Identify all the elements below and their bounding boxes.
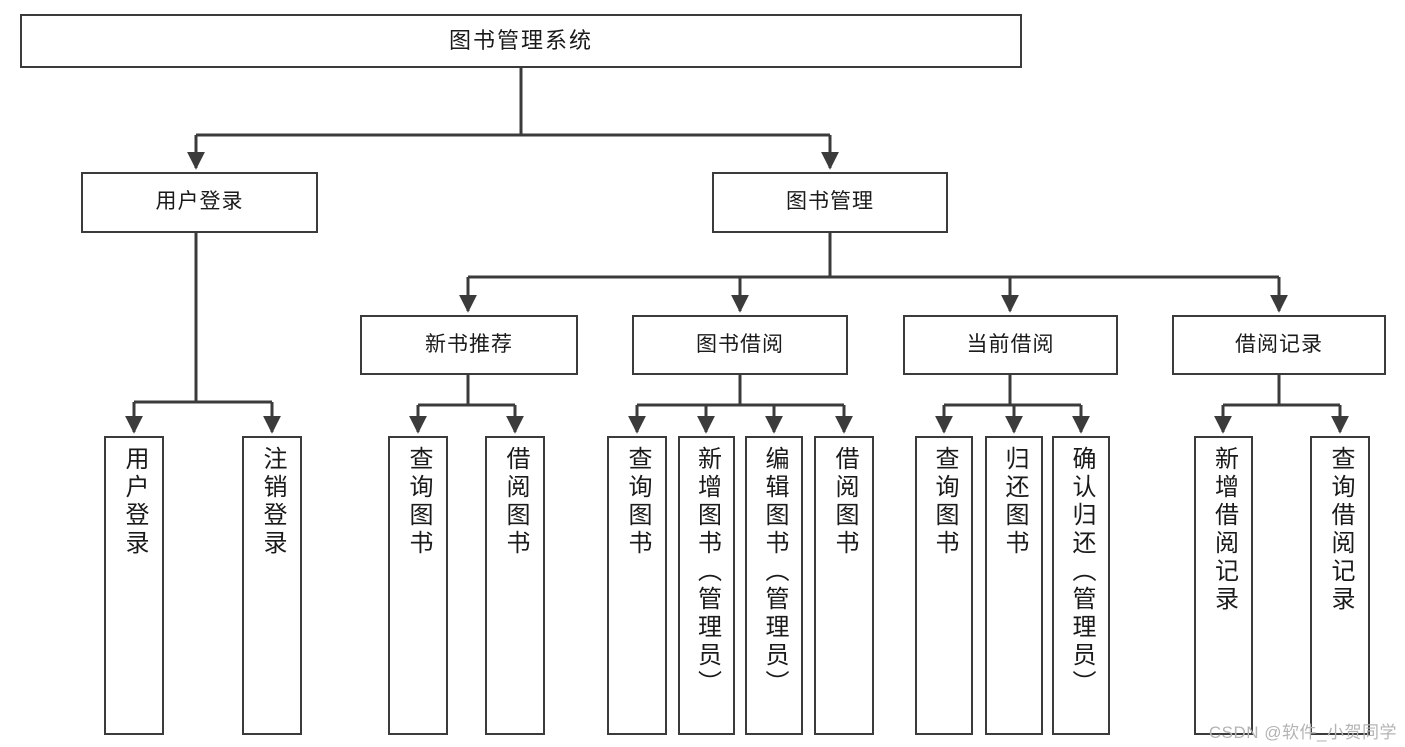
node-label: 新增借阅记录 [1210,446,1238,614]
node-label: 用户登录 [155,190,244,214]
leaf-add-book-admin[interactable]: 新增图书（管理员） [678,436,735,735]
node-user-login[interactable]: 用户登录 [81,172,318,233]
leaf-edit-book-admin[interactable]: 编辑图书（管理员） [745,436,803,735]
node-label: 当前借阅 [966,332,1055,356]
node-label: 图书管理系统 [448,28,593,54]
watermark: CSDN @软件_小贺同学 [1208,723,1397,742]
node-label: 新增图书（管理员） [693,446,721,698]
leaf-query-book-borrow[interactable]: 查询图书 [607,436,667,735]
node-label: 借阅图书 [502,446,529,558]
node-label: 借阅记录 [1235,332,1323,356]
leaf-query-borrow-record[interactable]: 查询借阅记录 [1310,436,1370,735]
node-label: 确认归还（管理员） [1068,446,1095,698]
leaf-return-book[interactable]: 归还图书 [985,436,1043,735]
node-label: 查询图书 [405,446,432,558]
leaf-query-book-new[interactable]: 查询图书 [388,436,448,735]
node-label: 图书管理 [786,190,874,214]
leaf-confirm-return-admin[interactable]: 确认归还（管理员） [1052,436,1110,735]
node-label: 查询借阅记录 [1327,446,1354,614]
node-label: 用户登录 [121,446,148,558]
node-label: 查询图书 [931,446,958,558]
leaf-borrow-book[interactable]: 借阅图书 [814,436,874,735]
node-borrow-record[interactable]: 借阅记录 [1172,315,1386,375]
leaf-add-borrow-record[interactable]: 新增借阅记录 [1194,436,1253,735]
leaf-user-login[interactable]: 用户登录 [104,436,164,735]
node-label: 归还图书 [1001,446,1028,558]
node-label: 查询图书 [624,446,651,558]
node-new-book-recommend[interactable]: 新书推荐 [360,315,578,375]
node-root-system[interactable]: 图书管理系统 [20,14,1022,68]
leaf-borrow-book-new[interactable]: 借阅图书 [485,436,545,735]
node-label: 借阅图书 [831,446,858,558]
node-label: 注销登录 [259,446,286,558]
leaf-logout[interactable]: 注销登录 [242,436,302,735]
node-book-borrow[interactable]: 图书借阅 [632,315,848,375]
node-label: 新书推荐 [425,332,513,356]
node-label: 图书借阅 [696,332,784,356]
node-book-management[interactable]: 图书管理 [712,172,948,233]
leaf-query-book-current[interactable]: 查询图书 [915,436,973,735]
node-current-borrow[interactable]: 当前借阅 [903,315,1118,375]
node-label: 编辑图书（管理员） [761,446,788,698]
